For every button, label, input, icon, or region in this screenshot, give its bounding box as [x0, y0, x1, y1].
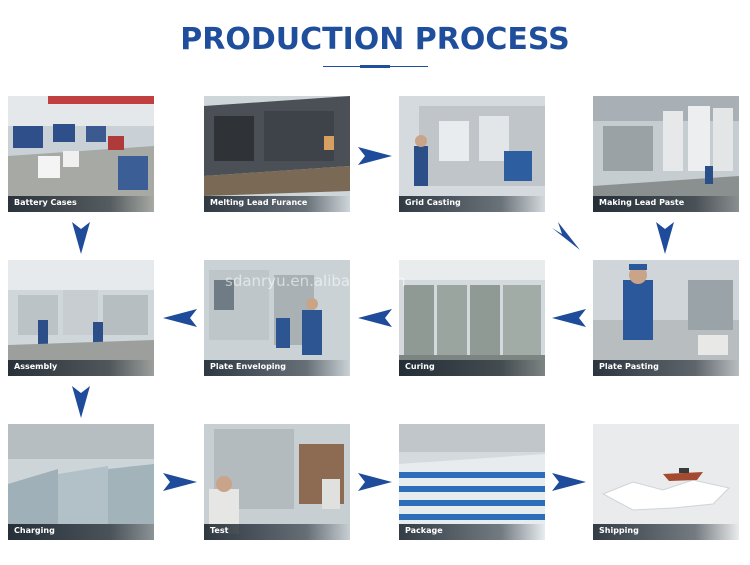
arrow-right-icon: [552, 473, 586, 491]
arrow-left-icon: [163, 309, 197, 327]
page-title: PRODUCTION PROCESS: [180, 22, 570, 57]
step-label: Plate Pasting: [599, 362, 659, 371]
arrow-left-icon: [552, 309, 586, 327]
step-label: Plate Enveloping: [210, 362, 286, 371]
package-photo: [399, 424, 545, 540]
battery-cases-photo: [8, 96, 154, 212]
step-tile-assembly: Assembly: [8, 260, 154, 376]
curing-photo: [399, 260, 545, 376]
title-underline-accent: [360, 65, 390, 68]
arrow-down-icon: [72, 222, 90, 254]
step-tile-melting-lead-furnace: Melting Lead Furance: [204, 96, 350, 212]
making-lead-paste-photo: [593, 96, 739, 212]
arrow-down-icon: [656, 222, 674, 254]
assembly-photo: [8, 260, 154, 376]
charging-photo: [8, 424, 154, 540]
step-label: Curing: [405, 362, 435, 371]
step-label: Assembly: [14, 362, 58, 371]
arrow-down-right-icon: [552, 222, 580, 250]
step-tile-charging: Charging: [8, 424, 154, 540]
step-tile-shipping: Shipping: [593, 424, 739, 540]
step-label: Test: [210, 526, 229, 535]
step-tile-battery-cases: Battery Cases: [8, 96, 154, 212]
step-tile-curing: Curing: [399, 260, 545, 376]
step-tile-grid-casting: Grid Casting: [399, 96, 545, 212]
arrow-left-icon: [358, 309, 392, 327]
watermark-text: sdanryu.en.alibaba.com: [225, 272, 406, 290]
test-photo: [204, 424, 350, 540]
step-label: Shipping: [599, 526, 639, 535]
step-tile-package: Package: [399, 424, 545, 540]
step-label: Making Lead Paste: [599, 198, 685, 207]
step-label: Melting Lead Furance: [210, 198, 308, 207]
step-label: Battery Cases: [14, 198, 77, 207]
step-tile-plate-pasting: Plate Pasting: [593, 260, 739, 376]
arrow-right-icon: [358, 147, 392, 165]
arrow-right-icon: [163, 473, 197, 491]
step-tile-making-lead-paste: Making Lead Paste: [593, 96, 739, 212]
step-label: Charging: [14, 526, 55, 535]
shipping-photo: [593, 424, 739, 540]
arrow-right-icon: [358, 473, 392, 491]
grid-casting-photo: [399, 96, 545, 212]
step-label: Package: [405, 526, 443, 535]
plate-enveloping-photo: [204, 260, 350, 376]
step-label: Grid Casting: [405, 198, 461, 207]
step-tile-plate-enveloping: Plate Enveloping: [204, 260, 350, 376]
melting-lead-furnace-photo: [204, 96, 350, 212]
step-tile-test: Test: [204, 424, 350, 540]
plate-pasting-photo: [593, 260, 739, 376]
arrow-down-icon: [72, 386, 90, 418]
